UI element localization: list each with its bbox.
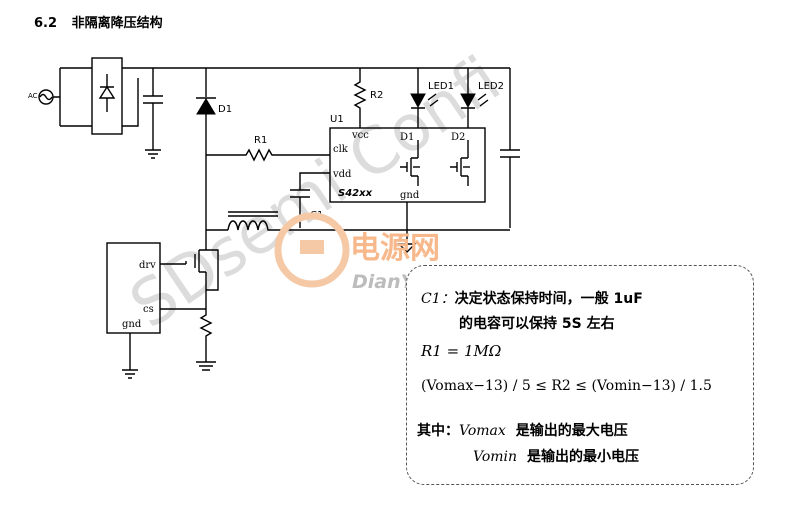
resistor-r1: R1 — [206, 135, 330, 162]
bridge-rectifier — [91, 57, 123, 135]
pin-vdd: vdd — [332, 169, 352, 180]
watermark-plug-icon — [274, 212, 350, 288]
pin-clk: clk — [333, 144, 349, 155]
note-box: C1：决定状态保持时间，一般 1uF 的电容可以保持 5S 左右 R1 = 1M… — [406, 265, 754, 485]
ground-symbol — [397, 228, 417, 253]
vomin-symbol: Vomin — [473, 449, 518, 465]
output-capacitor — [500, 68, 520, 228]
c1-symbol: C1： — [421, 291, 455, 307]
pin-gnd-ctrl: gnd — [122, 319, 142, 330]
section-number: 6.2 — [34, 16, 58, 31]
c1-desc-1: 决定状态保持时间，一般 1uF — [454, 291, 643, 307]
pin-d2: D2 — [451, 132, 465, 143]
power-mosfet — [160, 230, 219, 292]
note-r1-equation: R1 = 1MΩ — [421, 342, 502, 360]
controller-box: drv cs gnd — [106, 242, 161, 379]
ac-label: AC — [28, 92, 38, 100]
where-prefix: 其中： — [417, 423, 459, 439]
note-r2-equation: (Vomax−13) / 5 ≤ R2 ≤ (Vomin−13) / 1.5 — [421, 378, 712, 394]
chip-u1: U1 vcc clk vdd D1 D2 S42xx gnd — [329, 114, 486, 228]
u1-label: U1 — [330, 114, 344, 125]
vomin-desc: 是输出的最小电压 — [527, 449, 640, 465]
r1-label: R1 — [254, 135, 267, 146]
led1: LED1 — [410, 68, 454, 128]
led2: LED2 — [460, 68, 504, 128]
pin-vcc: vcc — [351, 130, 369, 141]
ac-source: AC — [28, 67, 92, 127]
section-heading: 6.2 非隔离降压结构 — [34, 12, 163, 31]
d1-label: D1 — [218, 104, 232, 115]
note-vomax-line: 其中：Vomax 是输出的最大电压 — [417, 420, 628, 440]
vomax-symbol: Vomax — [459, 423, 506, 439]
sense-resistor — [160, 292, 216, 371]
note-c1-line1: C1：决定状态保持时间，一般 1uF — [421, 288, 643, 308]
section-title: 非隔离降压结构 — [71, 16, 163, 31]
watermark-brand-cn: 电源网 — [350, 231, 440, 266]
pin-d1: D1 — [400, 132, 414, 143]
pin-gnd: gnd — [400, 190, 420, 201]
led1-label: LED1 — [428, 81, 454, 92]
diode-d1: D1 — [196, 68, 232, 230]
pin-cs: cs — [143, 304, 154, 315]
pin-drv: drv — [139, 260, 156, 271]
r2-label: R2 — [370, 90, 383, 101]
resistor-r2: R2 — [353, 68, 383, 128]
note-vomin-line: Vomin 是输出的最小电压 — [473, 446, 639, 466]
note-c1-line2: 的电容可以保持 5S 左右 — [459, 316, 615, 332]
inductor — [206, 211, 510, 231]
vomax-desc: 是输出的最大电压 — [515, 423, 628, 439]
chip-name: S42xx — [338, 188, 373, 199]
led2-label: LED2 — [478, 81, 504, 92]
input-capacitor — [143, 68, 163, 159]
